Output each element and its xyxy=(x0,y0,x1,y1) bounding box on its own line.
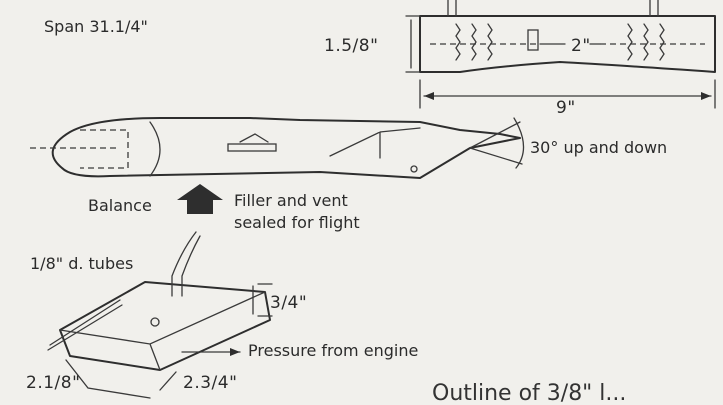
elevator-deflection-lines xyxy=(469,121,523,165)
pressure-nipple xyxy=(150,317,160,327)
tip-width-label: 9" xyxy=(556,98,576,118)
tank-edges xyxy=(59,291,266,371)
fuselage-outline xyxy=(51,117,521,179)
wing-mount-posts xyxy=(447,0,659,17)
tank-height-label: 3/4" xyxy=(270,293,308,313)
pushrod-pivot xyxy=(410,165,418,173)
deflection-label: 30° up and down xyxy=(530,138,668,157)
wing-ribs-right xyxy=(627,23,665,61)
tail-boom-lines xyxy=(329,127,421,159)
fuselage-side-view xyxy=(30,117,525,214)
tank-tubes xyxy=(47,299,123,351)
span-label: Span 31.1/4" xyxy=(44,17,148,36)
engine-bay-dashed xyxy=(80,129,129,169)
balance-arrow xyxy=(177,184,223,214)
pressure-label: Pressure from engine xyxy=(248,341,419,360)
tank-length-label: 2.1/8" xyxy=(26,373,81,393)
wing-center-block xyxy=(527,29,539,51)
tank-length-dim xyxy=(65,359,151,399)
center-chord-label: 2" xyxy=(571,36,591,56)
balance-label: Balance xyxy=(88,196,152,215)
wing-outline xyxy=(419,15,716,73)
filler-tubes xyxy=(171,231,201,297)
pressure-arrowhead xyxy=(230,348,240,356)
filler-label-line1: Filler and vent xyxy=(234,191,348,210)
fuel-tank-view xyxy=(47,231,273,399)
tank-width-label: 2.3/4" xyxy=(183,373,238,393)
firewall-line xyxy=(149,121,161,177)
wing-plan-view xyxy=(405,0,716,109)
tank-width-dim xyxy=(159,371,177,391)
filler-label-line2: sealed for flight xyxy=(234,213,360,232)
tank-in-fuselage xyxy=(227,143,277,152)
wing-width-dim xyxy=(419,79,716,109)
filler-in-fuselage xyxy=(239,133,269,143)
deflection-arc xyxy=(513,117,525,169)
tank-body xyxy=(59,281,271,371)
figure-caption: Outline of 3/8" l... xyxy=(432,381,627,405)
tank-height-dim xyxy=(252,283,273,317)
wing-thickness-dim xyxy=(405,15,421,73)
wing-ribs-left xyxy=(455,23,493,61)
wing-thickness-label: 1.5/8" xyxy=(324,36,379,56)
tubes-label: 1/8" d. tubes xyxy=(30,254,134,273)
